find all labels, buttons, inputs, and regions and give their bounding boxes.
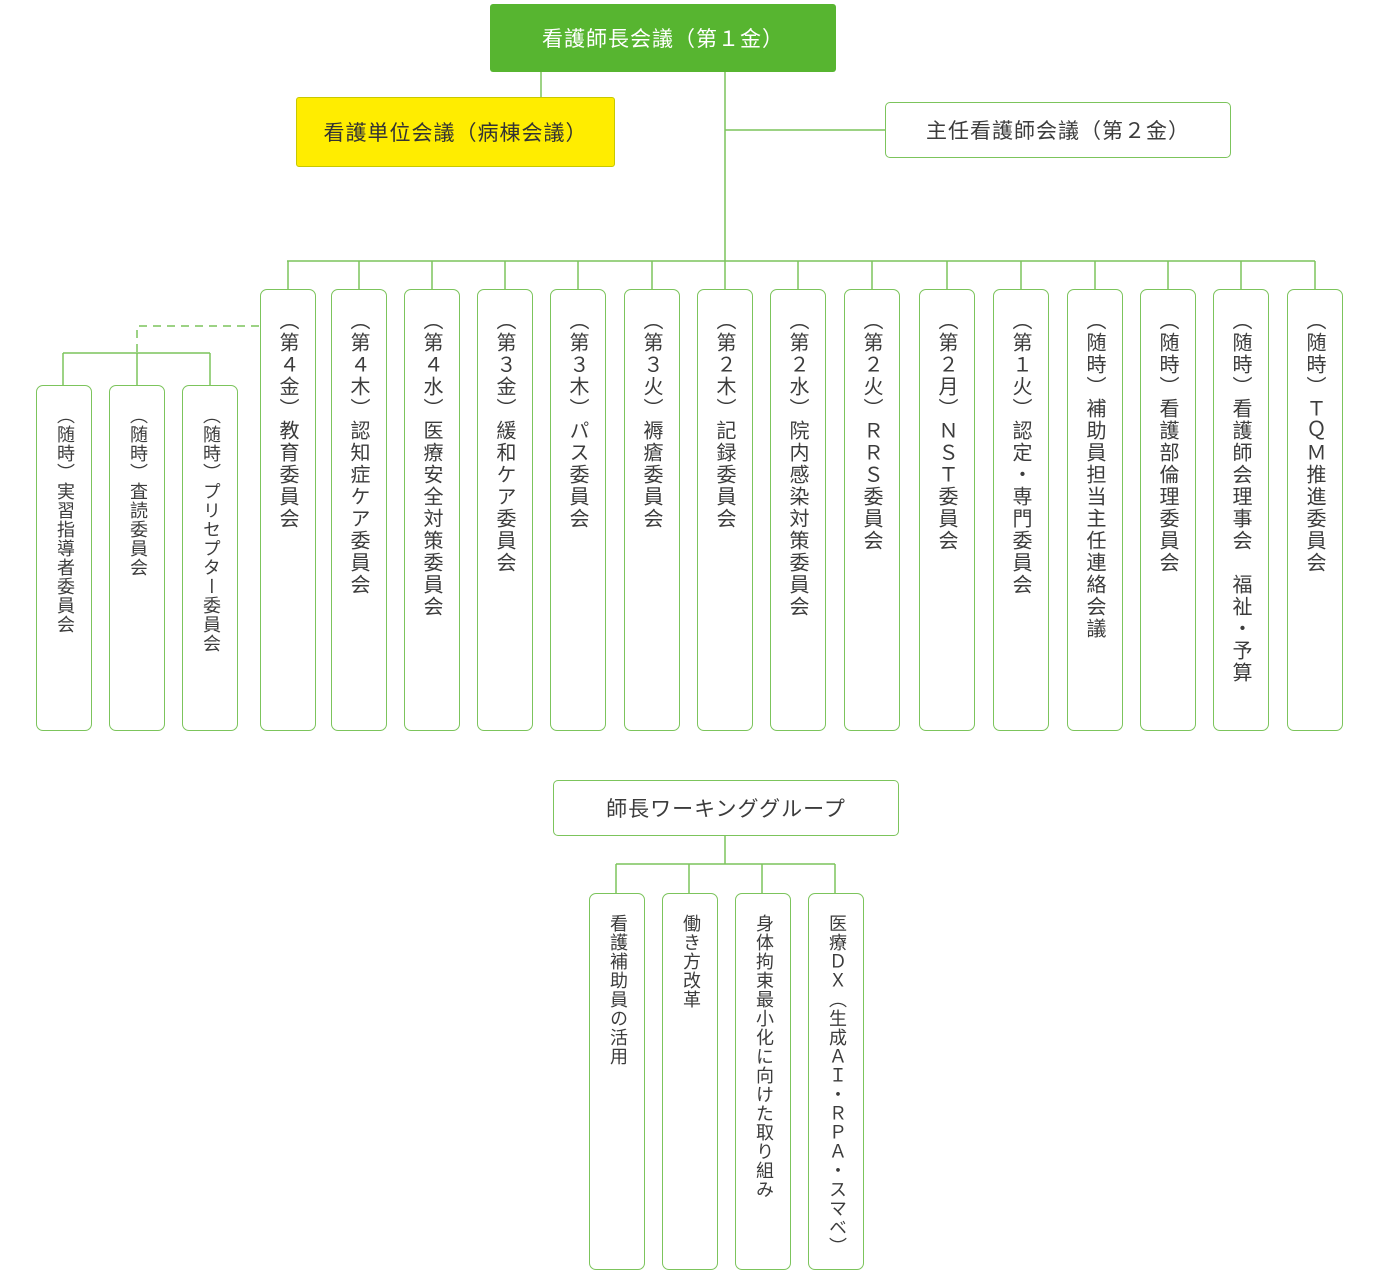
chief-nurse-meeting-label: 主任看護師会議（第２金） xyxy=(926,119,1190,143)
committee-box: （第１火）認定・専門委員会 xyxy=(993,289,1049,731)
committee-box: （第３金）緩和ケア委員会 xyxy=(477,289,533,731)
committee-label: （第３木）パス委員会 xyxy=(566,310,590,530)
sub-committee-box: （随時）プリセプター委員会 xyxy=(182,385,238,731)
committee-label: （第１火）認定・専門委員会 xyxy=(1009,310,1033,596)
sub-committee-box: （随時）実習指導者委員会 xyxy=(36,385,92,731)
committee-box: （随時）看護師会理事会 福祉・予算 xyxy=(1213,289,1269,731)
sub-committee-label: （随時）プリセプター委員会 xyxy=(200,406,221,653)
committee-label: （第３火）褥瘡委員会 xyxy=(640,310,664,530)
head-nurse-meeting-label: 看護師長会議（第１金） xyxy=(542,27,784,51)
chief-nurse-meeting-box: 主任看護師会議（第２金） xyxy=(885,102,1231,158)
working-group-item-label: 働き方改革 xyxy=(680,914,701,1009)
committee-label: （第２火）ＲＲＳ委員会 xyxy=(860,310,884,552)
unit-meeting-label: 看護単位会議（病棟会議） xyxy=(323,121,588,145)
committee-box: （第４水）医療安全対策委員会 xyxy=(404,289,460,731)
committee-label: （随時）看護師会理事会 福祉・予算 xyxy=(1229,310,1253,684)
committee-box: （随時）補助員担当主任連絡会議 xyxy=(1067,289,1123,731)
committee-box: （第４木）認知症ケア委員会 xyxy=(331,289,387,731)
committee-label: （第３金）緩和ケア委員会 xyxy=(493,310,517,574)
committee-label: （第２月）ＮＳＴ委員会 xyxy=(935,310,959,552)
committee-label: （第４金）教育委員会 xyxy=(276,310,300,530)
working-group-item-label: 身体拘束最小化に向けた取り組み xyxy=(753,914,774,1199)
committee-label: （第４木）認知症ケア委員会 xyxy=(347,310,371,596)
working-group-item-box: 看護補助員の活用 xyxy=(589,893,645,1270)
committee-label: （随時）ＴＱＭ推進委員会 xyxy=(1303,310,1327,574)
committee-label: （随時）補助員担当主任連絡会議 xyxy=(1083,310,1107,640)
committee-label: （随時）看護部倫理委員会 xyxy=(1156,310,1180,574)
committee-box: （第３木）パス委員会 xyxy=(550,289,606,731)
working-group-item-label: 医療ＤＸ（生成ＡＩ・ＲＰＡ・スマベ） xyxy=(826,914,847,1256)
sub-committee-label: （随時）査読委員会 xyxy=(127,406,148,577)
committee-box: （随時）看護部倫理委員会 xyxy=(1140,289,1196,731)
sub-committee-label: （随時）実習指導者委員会 xyxy=(54,406,75,634)
committee-label: （第２木）記録委員会 xyxy=(713,310,737,530)
committee-label: （第２水）院内感染対策委員会 xyxy=(786,310,810,618)
working-group-item-box: 医療ＤＸ（生成ＡＩ・ＲＰＡ・スマベ） xyxy=(808,893,864,1270)
working-group-item-box: 身体拘束最小化に向けた取り組み xyxy=(735,893,791,1270)
committee-box: （第２月）ＮＳＴ委員会 xyxy=(919,289,975,731)
committee-box: （第２水）院内感染対策委員会 xyxy=(770,289,826,731)
committee-box: （随時）ＴＱＭ推進委員会 xyxy=(1287,289,1343,731)
unit-meeting-box: 看護単位会議（病棟会議） xyxy=(296,97,615,167)
working-group-item-box: 働き方改革 xyxy=(662,893,718,1270)
committee-box: （第４金）教育委員会 xyxy=(260,289,316,731)
working-group-item-label: 看護補助員の活用 xyxy=(607,914,628,1066)
committee-box: （第２火）ＲＲＳ委員会 xyxy=(844,289,900,731)
committee-label: （第４水）医療安全対策委員会 xyxy=(420,310,444,618)
committee-box: （第３火）褥瘡委員会 xyxy=(624,289,680,731)
committee-box: （第２木）記録委員会 xyxy=(697,289,753,731)
working-group-box: 師長ワーキンググループ xyxy=(553,780,899,836)
head-nurse-meeting-box: 看護師長会議（第１金） xyxy=(490,4,836,72)
sub-committee-box: （随時）査読委員会 xyxy=(109,385,165,731)
working-group-label: 師長ワーキンググループ xyxy=(606,797,846,821)
